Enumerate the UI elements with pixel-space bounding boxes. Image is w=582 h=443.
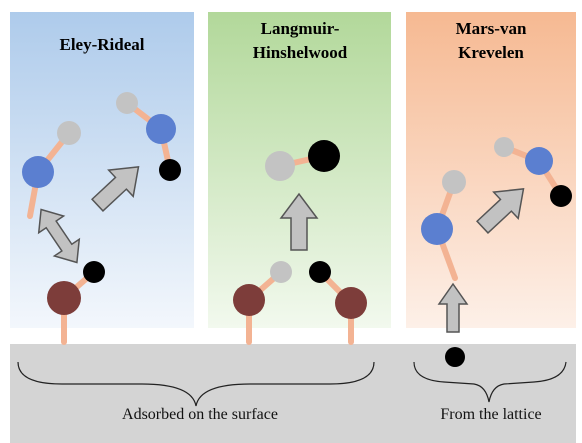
eley-rideal-title: Eley-Rideal xyxy=(60,35,145,54)
langmuir-hinshelwood-panel xyxy=(208,12,391,328)
blue-atom xyxy=(146,114,176,144)
mars-van-krevelen-title-line1: Mars-van xyxy=(456,19,527,38)
black-atom xyxy=(550,185,572,207)
grey-atom xyxy=(116,92,138,114)
adsorbed-red-atom xyxy=(233,284,265,316)
grey-atom xyxy=(270,261,292,283)
langmuir-hinshelwood-title-line2: Hinshelwood xyxy=(253,43,348,62)
double-arrow-icon xyxy=(37,208,81,264)
lattice-oxygen-atom xyxy=(445,347,465,367)
mars-van-krevelen-title-line2: Krevelen xyxy=(458,43,524,62)
lattice-brace xyxy=(413,361,567,403)
catalyst-surface xyxy=(10,344,576,443)
adsorbed-red-atom xyxy=(47,281,81,315)
black-atom xyxy=(83,261,105,283)
grey-atom xyxy=(265,151,295,181)
mars-van-krevelen-molecules xyxy=(421,137,572,367)
arrow-up-icon xyxy=(279,192,319,251)
blue-atom xyxy=(525,147,553,175)
blue-atom xyxy=(421,213,453,245)
black-atom xyxy=(159,159,181,181)
grey-atom xyxy=(57,121,81,145)
arrow-up-icon xyxy=(437,282,469,333)
black-atom xyxy=(308,140,340,172)
lattice-caption: From the lattice xyxy=(440,406,541,423)
arrow-up-right-icon xyxy=(476,188,525,235)
blue-atom xyxy=(22,156,54,188)
arrow-up-right-icon xyxy=(91,166,140,213)
langmuir-hinshelwood-title-line1: Langmuir- xyxy=(261,19,340,38)
langmuir-hinshelwood-molecules xyxy=(233,140,367,345)
black-atom xyxy=(309,261,331,283)
eley-rideal-molecules xyxy=(22,92,181,345)
grey-atom xyxy=(494,137,514,157)
adsorbed-red-atom xyxy=(335,287,367,319)
adsorbed-caption: Adsorbed on the surface xyxy=(122,406,278,423)
adsorbed-brace xyxy=(17,361,375,407)
grey-atom xyxy=(442,170,466,194)
